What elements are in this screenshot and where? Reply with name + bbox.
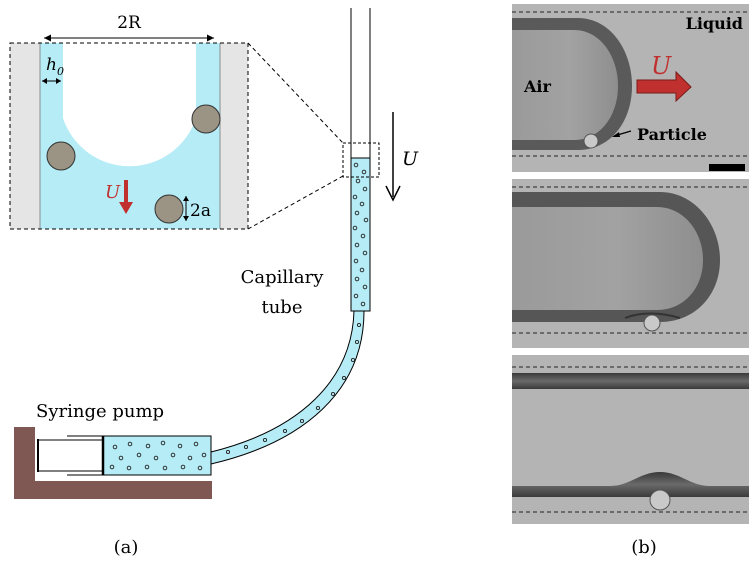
capillary-label-line1: Capillary (241, 267, 325, 288)
inset-view: 2R h0 U 2a (9, 13, 249, 230)
capillary-tube (210, 8, 380, 465)
particle (46, 141, 76, 171)
photo-bottom (512, 355, 749, 524)
panel-a: 2R h0 U 2a (9, 8, 419, 558)
zoom-box (342, 142, 380, 178)
air-film-top (512, 373, 749, 389)
particle (191, 104, 221, 134)
particle-diameter-label: 2a (190, 201, 211, 221)
particle (583, 133, 599, 149)
syringe-label: Syringe pump (36, 401, 164, 422)
liquid-label: Liquid (686, 14, 743, 33)
flexible-tube (210, 310, 365, 465)
tube-velocity-label: U (402, 148, 419, 170)
air-bubble (512, 30, 618, 140)
air-bubble (512, 207, 703, 310)
particle (643, 314, 661, 332)
tube-particles (352, 162, 369, 307)
photo-top: Liquid Air U Particle (512, 4, 749, 172)
width-label: 2R (117, 13, 142, 33)
flexible-tube-particles (225, 322, 362, 455)
caption-b: (b) (631, 537, 657, 558)
syringe-particles (109, 440, 207, 471)
zoom-line-bottom (247, 175, 344, 230)
film-thickness-label: h0 (46, 55, 64, 78)
air-finger (63, 43, 196, 167)
panel-b: Liquid Air U Particle (512, 4, 749, 558)
photo-middle (512, 179, 749, 348)
air-film-bottom (512, 472, 749, 497)
inset-frame (9, 42, 249, 230)
scale-bar (709, 164, 745, 171)
photo-velocity-arrow (636, 70, 692, 103)
caption-a: (a) (114, 537, 139, 558)
particle (154, 194, 184, 224)
syringe-pump (14, 427, 212, 499)
liquid-region (40, 43, 220, 229)
air-label: Air (523, 77, 551, 96)
pump-base (14, 481, 212, 499)
photo-velocity-label: U (651, 52, 672, 80)
particle-label: Particle (637, 125, 707, 144)
syringe-barrel (102, 435, 212, 476)
right-wall (220, 43, 248, 229)
left-wall (10, 43, 40, 229)
particle (649, 489, 671, 511)
inset-velocity-label: U (105, 182, 121, 203)
zoom-line-top (247, 42, 344, 144)
capillary-label-line2: tube (261, 297, 302, 318)
